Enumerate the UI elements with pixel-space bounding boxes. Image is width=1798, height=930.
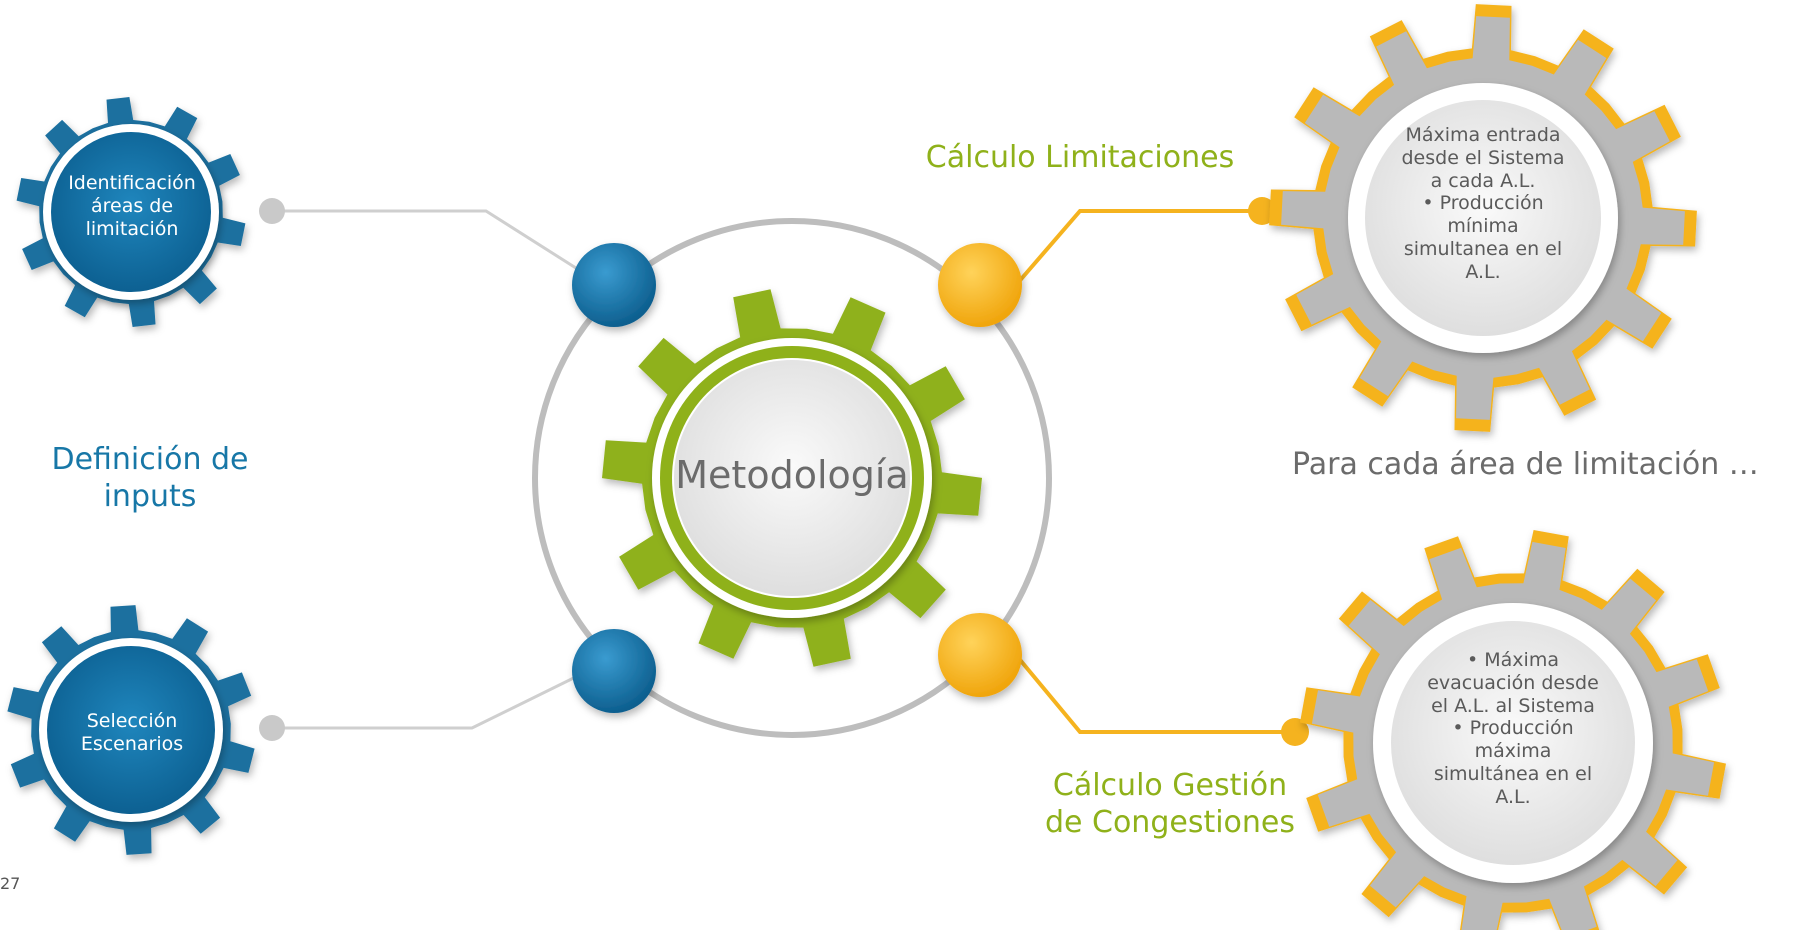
gear-center-disc (674, 360, 910, 596)
ring-dot-orange-bottom (938, 613, 1022, 697)
calc-congestion-label: Cálculo Gestión de Congestiones (1044, 768, 1296, 840)
ring-dot-blue-bottom (572, 629, 656, 713)
gear-top-left (16, 97, 246, 327)
per-area-text: Para cada área de limitación … (1292, 447, 1759, 482)
gear-bl-disc (47, 646, 215, 814)
gear-bottom-right (1300, 530, 1726, 930)
line-end-bottom-right (1281, 718, 1309, 746)
ring-dot-blue-top (572, 243, 656, 327)
center-gear (602, 289, 982, 667)
calc-limitations-label: Cálculo Limitaciones (925, 140, 1235, 175)
left-title: Definición de inputs (30, 442, 270, 515)
line-bottom-right (1014, 653, 1295, 734)
gear-bottom-left (7, 605, 255, 855)
line-top-left (272, 209, 599, 284)
line-end-top-left (259, 198, 285, 224)
line-end-bottom-left (259, 715, 285, 741)
gear-bottom-left-text: Selección Escenarios (80, 710, 184, 755)
line-bottom-left (272, 663, 601, 730)
gear-br-disc (1391, 621, 1635, 865)
gear-tr-disc (1365, 100, 1601, 336)
line-end-top-right (1248, 197, 1276, 225)
ring-dot-orange-top (938, 243, 1022, 327)
line-top-right (1014, 209, 1262, 287)
page-number: 27 (0, 874, 21, 893)
outer-grey-ring (532, 218, 1052, 738)
left-title-line-2: inputs (103, 478, 197, 514)
gear-top-left-text: Identificación áreas de limitación (68, 172, 196, 240)
gear-top-right-text: Máxima entrada desde el Sistema a cada A… (1401, 124, 1565, 283)
gear-bottom-right-text: • Máxima evacuación desde el A.L. al Sis… (1427, 649, 1599, 808)
gear-top-right (1269, 4, 1697, 432)
center-label: Metodología (675, 453, 909, 497)
gear-tl-disc (51, 132, 211, 292)
connector-lines (259, 197, 1309, 746)
left-title-line-1: Definición de (51, 442, 249, 477)
